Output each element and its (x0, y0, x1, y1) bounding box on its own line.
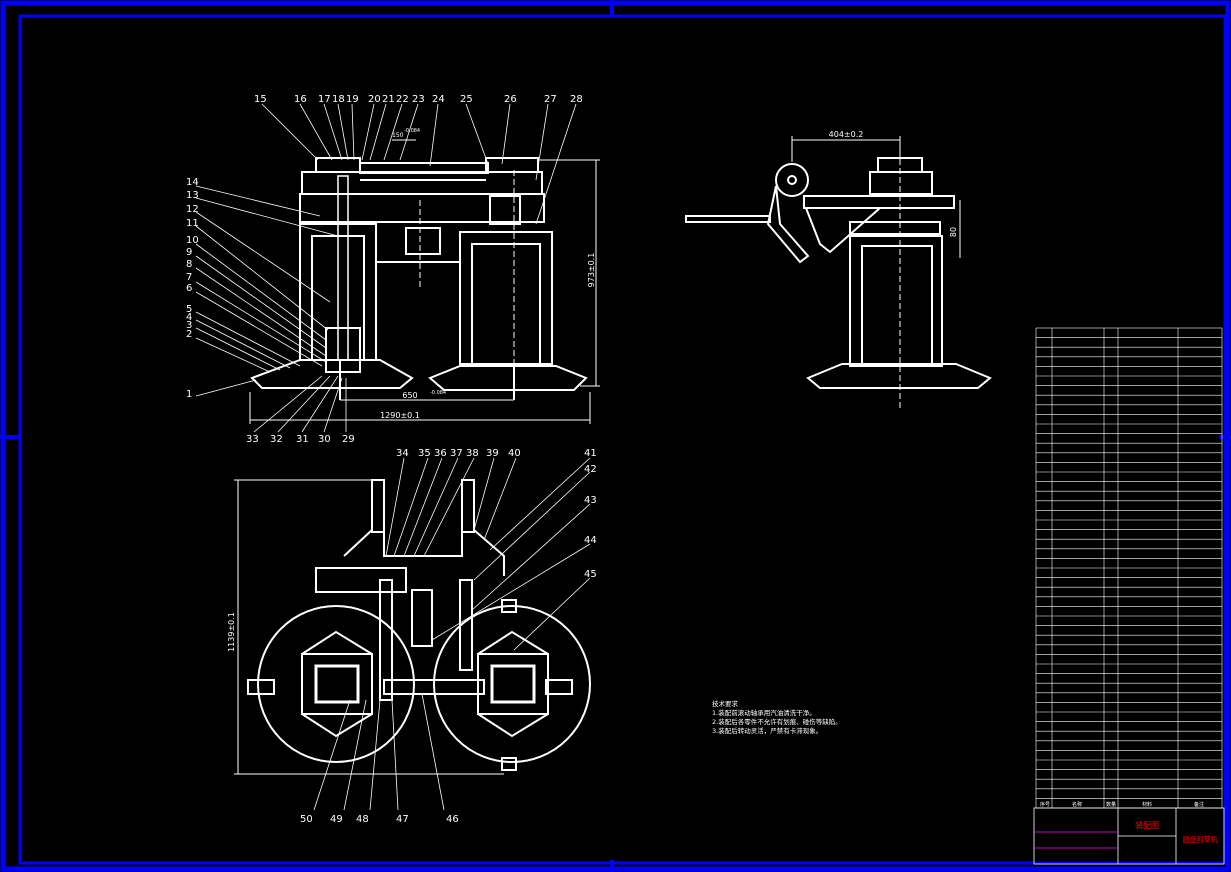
part-number: 18 (332, 94, 345, 105)
top-view-part-numbers-bottom: 50 49 48 47 46 (300, 814, 459, 825)
part-number: 19 (346, 94, 359, 105)
part-number: 42 (584, 464, 597, 475)
dim-top: 150 (392, 132, 404, 139)
part-number: 29 (342, 434, 355, 445)
part-number: 30 (318, 434, 331, 445)
part-number: 23 (412, 94, 425, 105)
part-number: 13 (186, 190, 199, 201)
part-number: 21 (382, 94, 395, 105)
part-number: 48 (356, 814, 369, 825)
part-number: 6 (186, 283, 192, 294)
tech-req-title: 技术要求 (712, 699, 739, 708)
part-number: 46 (446, 814, 459, 825)
part-number: 50 (300, 814, 313, 825)
part-number: 36 (434, 448, 447, 459)
part-number: 27 (544, 94, 557, 105)
top-view-dimensions (234, 479, 504, 775)
part-number: 7 (186, 272, 192, 283)
part-number: 40 (508, 448, 521, 459)
product-name: 圆盘割草机 (1183, 835, 1218, 844)
front-view-part-numbers-left: 14 13 12 11 10 9 8 7 6 5 4 3 2 1 (186, 177, 199, 400)
col-header-material: 材料 (1142, 801, 1152, 808)
part-number: 34 (396, 448, 409, 459)
part-number: 14 (186, 177, 199, 188)
part-number: 20 (368, 94, 381, 105)
part-number: 10 (186, 235, 199, 246)
dim-side-width: 404±0.2 (829, 130, 864, 139)
part-number: 4 (186, 312, 192, 323)
part-number: 22 (396, 94, 409, 105)
part-number: 11 (186, 218, 199, 229)
part-number: 33 (246, 434, 259, 445)
col-header-name: 名称 (1072, 801, 1082, 808)
top-view (247, 479, 591, 771)
drawing-name: 装配图 (1135, 820, 1159, 830)
front-view-part-numbers-bottom: 33 32 31 30 29 (246, 434, 355, 445)
parts-list-header: 序号 名称 数量 材料 备注 (1040, 801, 1204, 808)
front-view (250, 157, 588, 400)
side-view (685, 150, 992, 410)
part-number: 5 (186, 304, 192, 315)
tech-req-item: 2.装配后各零件不允许有划痕、碰伤等缺陷。 (712, 717, 842, 726)
dim-overall-width: 1290±0.1 (380, 411, 420, 420)
part-number: 47 (396, 814, 409, 825)
tech-req-item: 3.装配后转动灵活，严禁有卡滞现象。 (712, 726, 822, 735)
part-number: 16 (294, 94, 307, 105)
part-number: 28 (570, 94, 583, 105)
part-number: 15 (254, 94, 267, 105)
part-number: 8 (186, 259, 192, 270)
dim-top-tol: -0.084 (404, 128, 420, 134)
part-number: 9 (186, 247, 192, 258)
part-number: 31 (296, 434, 309, 445)
part-number: 35 (418, 448, 431, 459)
col-header-index: 序号 (1040, 801, 1050, 808)
part-number: 3 (186, 320, 192, 331)
part-number: 12 (186, 204, 199, 215)
part-number: 25 (460, 94, 473, 105)
top-view-part-numbers-top: 34 35 36 37 38 39 40 (396, 448, 521, 459)
title-block (1033, 807, 1225, 865)
top-view-leaders (313, 457, 591, 811)
side-view-dimensions (791, 136, 961, 258)
dim-top-depth: 1139±0.1 (227, 612, 236, 652)
part-number: 39 (486, 448, 499, 459)
part-number: 26 (504, 94, 517, 105)
front-view-part-numbers-top: 15 16 17 18 19 20 21 22 23 24 25 26 27 2… (254, 94, 583, 105)
tech-req-item: 1.装配前滚动轴承用汽油清洗干净。 (712, 708, 816, 717)
part-number: 1 (186, 389, 192, 400)
part-number: 38 (466, 448, 479, 459)
part-number: 17 (318, 94, 331, 105)
dim-center-distance: 650 (402, 391, 417, 400)
part-number: 49 (330, 814, 343, 825)
part-number: 24 (432, 94, 445, 105)
part-number: 43 (584, 495, 597, 506)
part-number: 45 (584, 569, 597, 580)
col-header-remark: 备注 (1194, 801, 1204, 808)
col-header-qty: 数量 (1106, 801, 1116, 808)
part-number: 44 (584, 535, 597, 546)
dim-center-distance-tol: -0.084 (430, 390, 446, 396)
technical-requirements: 技术要求 1.装配前滚动轴承用汽油清洗干净。 2.装配后各零件不允许有划痕、碰伤… (712, 699, 842, 735)
parts-list (1035, 327, 1223, 809)
part-number: 41 (584, 448, 597, 459)
front-view-leaders (195, 103, 577, 433)
front-view-dimensions (249, 139, 600, 424)
part-number: 2 (186, 329, 192, 340)
dim-side-height: 80 (949, 227, 958, 237)
part-number: 37 (450, 448, 463, 459)
top-view-part-numbers-right: 41 42 43 44 45 (584, 448, 597, 580)
dim-height: 973±0.1 (587, 253, 596, 288)
part-number: 32 (270, 434, 283, 445)
front-view-dim-texts: 1290±0.1 650 -0.084 973±0.1 150 -0.084 (380, 128, 596, 420)
